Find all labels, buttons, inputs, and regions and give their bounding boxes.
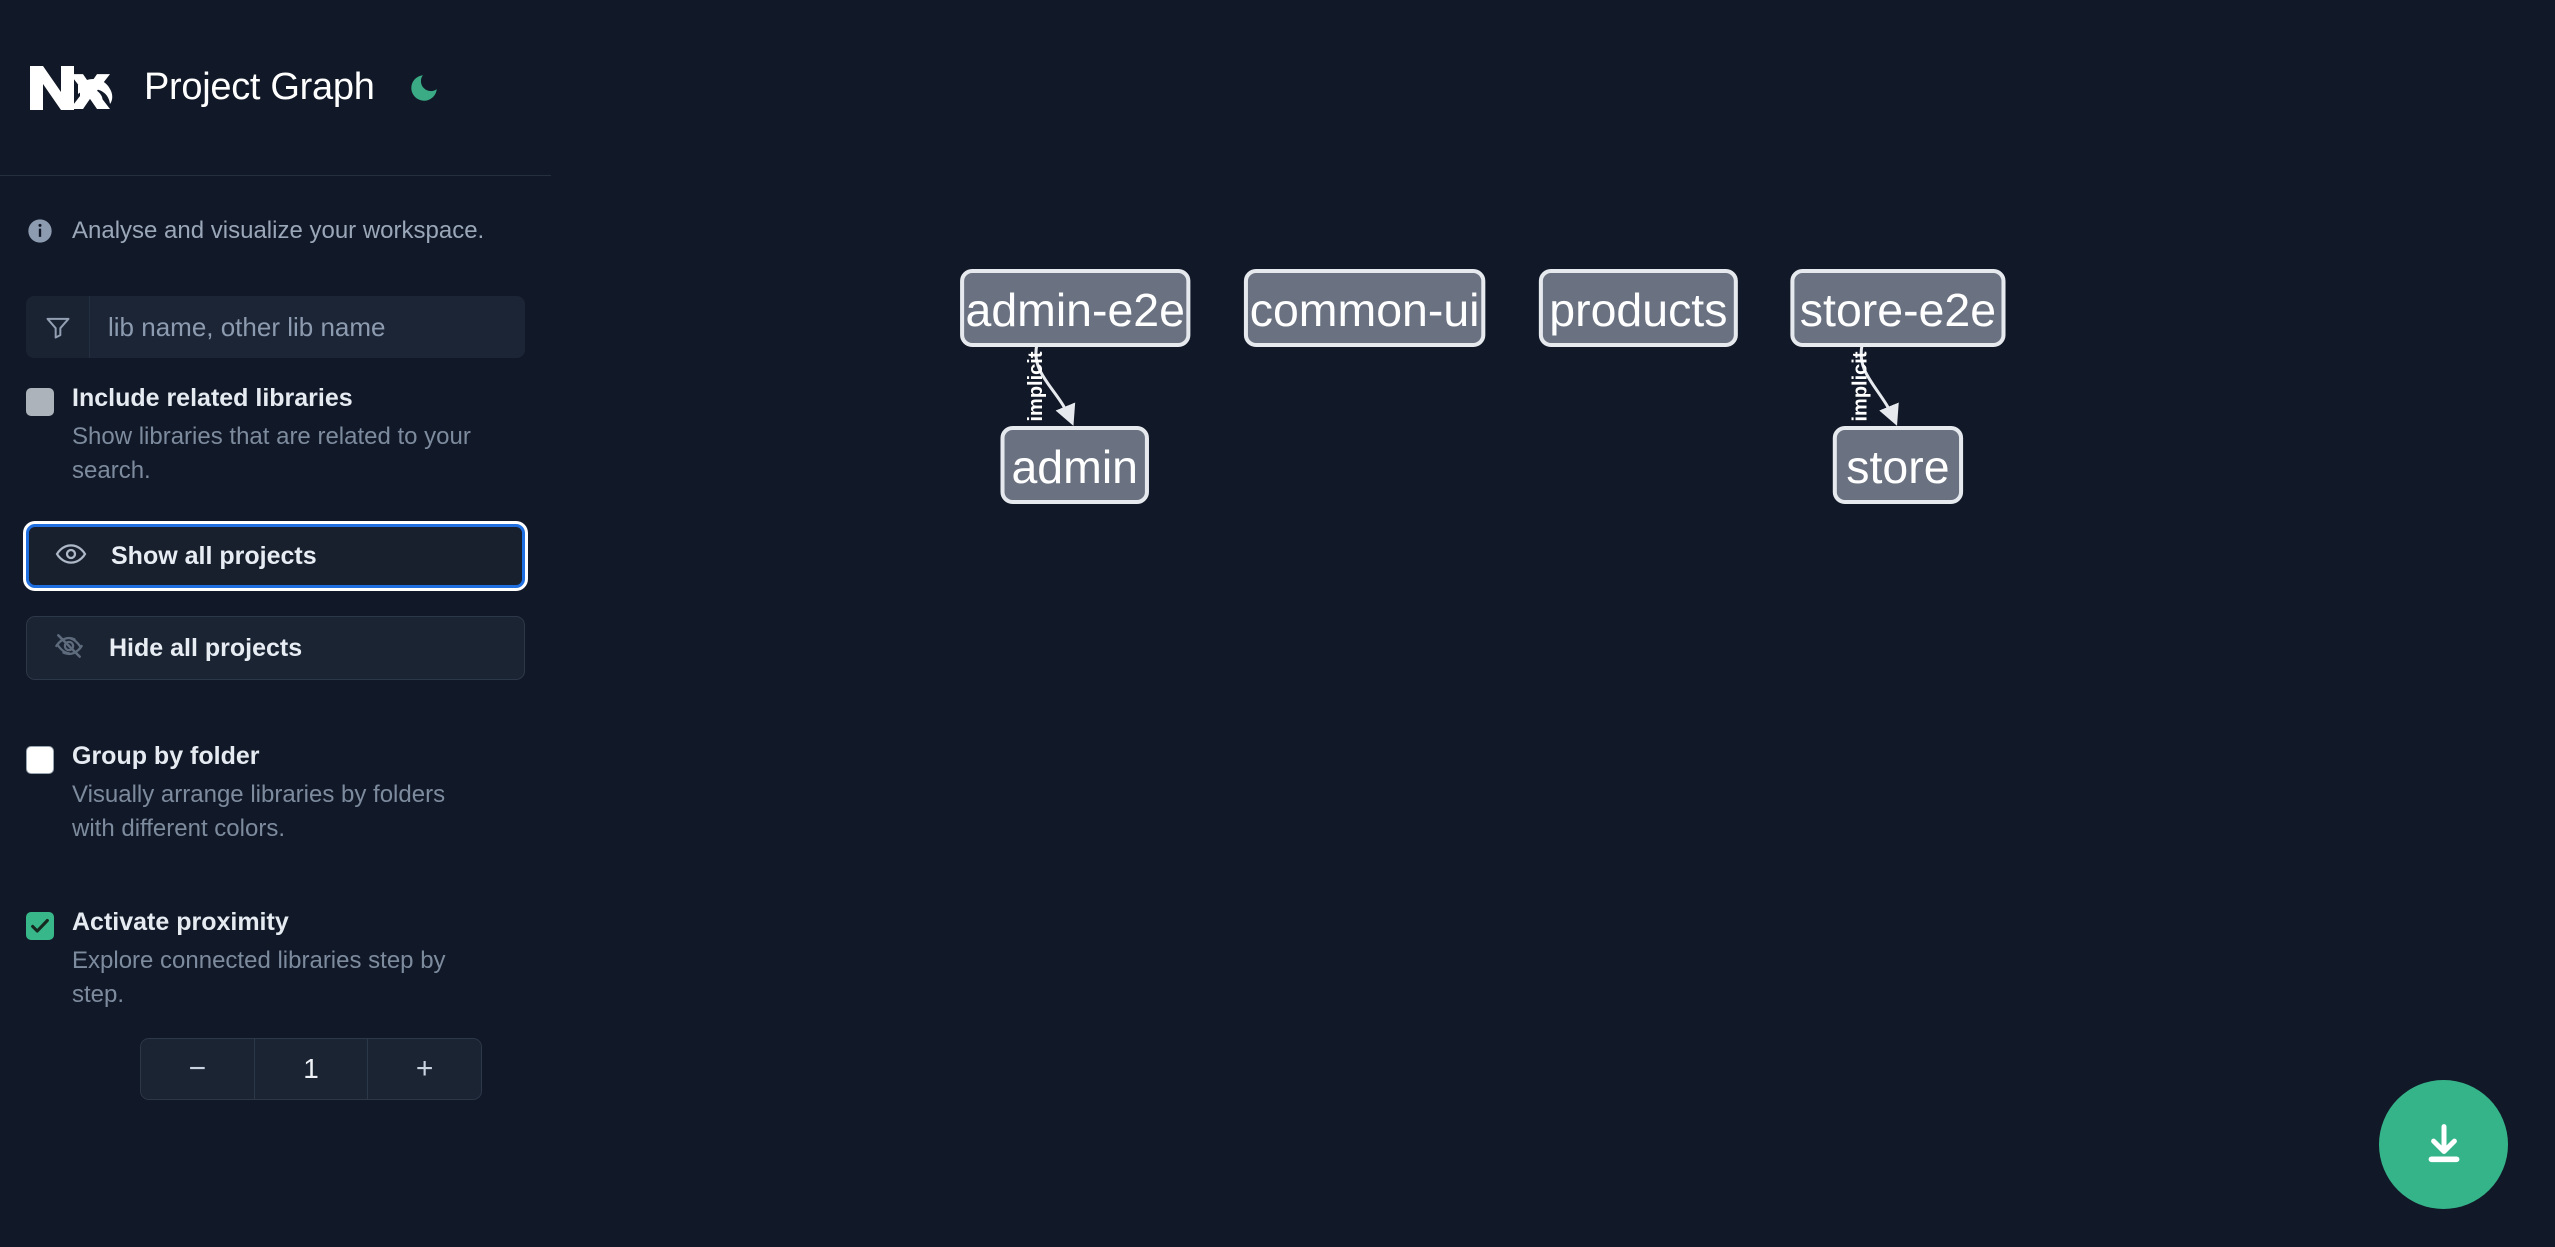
graph-node-products[interactable]: products <box>1538 269 1738 347</box>
option-activate-proximity[interactable]: Activate proximity Explore connected lib… <box>0 882 551 1012</box>
graph-node-label: store-e2e <box>1800 284 1996 336</box>
eye-off-icon <box>53 630 85 667</box>
moon-icon[interactable] <box>403 67 445 109</box>
graph-edge <box>1034 344 1076 426</box>
graph-node-admin-e2e[interactable]: admin-e2e <box>960 269 1191 347</box>
option-description: Show libraries that are related to your … <box>72 423 471 485</box>
filter-row <box>26 296 525 358</box>
graph-canvas[interactable]: implicit implicit admin-e2e common-ui produ… <box>551 0 2555 1247</box>
hide-all-projects-label: Hide all projects <box>109 633 303 662</box>
checkbox-include-related-libraries[interactable] <box>26 388 54 416</box>
graph-edges: implicit implicit <box>1025 344 1899 426</box>
search-input[interactable] <box>90 296 525 358</box>
graph-node-common-ui[interactable]: common-ui <box>1243 269 1486 347</box>
option-description: Visually arrange libraries by folders wi… <box>72 781 446 843</box>
download-icon <box>2428 1123 2459 1162</box>
proximity-decrement-button[interactable]: − <box>141 1039 254 1100</box>
proximity-stepper: − 1 + <box>140 1038 482 1101</box>
sidebar: Project Graph Analyse and visualize yo <box>0 0 551 1247</box>
show-all-projects-label: Show all projects <box>111 541 317 570</box>
info-icon <box>26 217 54 245</box>
graph-node-label: products <box>1549 284 1727 336</box>
option-label: Activate proximity <box>72 908 289 937</box>
option-group-by-folder[interactable]: Group by folder Visually arrange librari… <box>0 716 551 846</box>
checkbox-group-by-folder[interactable] <box>26 746 54 775</box>
page-title: Project Graph <box>144 66 375 108</box>
graph-node-box <box>1538 269 1738 347</box>
workspace-blurb: Analyse and visualize your workspace. <box>0 176 551 286</box>
graph-node-box <box>1000 426 1149 504</box>
graph-edge-label: implicit <box>1025 351 1047 421</box>
blurb-text: Analyse and visualize your workspace. <box>72 217 485 244</box>
graph-node-box <box>1832 426 1964 504</box>
graph-node-box <box>960 269 1191 347</box>
download-graph-button[interactable] <box>2379 1080 2508 1209</box>
graph-node-label: admin-e2e <box>965 284 1184 336</box>
graph-node-admin[interactable]: admin <box>1000 426 1149 504</box>
hide-all-projects-button[interactable]: Hide all projects <box>26 616 525 681</box>
proximity-value: 1 <box>253 1039 369 1100</box>
proximity-increment-button[interactable]: + <box>368 1039 481 1100</box>
option-description: Explore connected libraries step by step… <box>72 947 446 1009</box>
graph-node-box <box>1243 269 1486 347</box>
nx-logo <box>26 58 114 118</box>
graph-node-label: admin <box>1011 441 1138 493</box>
graph-nodes: admin-e2e common-ui products store-e2e admin… <box>960 269 2006 504</box>
eye-icon <box>55 538 87 575</box>
option-label: Include related libraries <box>72 384 353 412</box>
graph-edge-label: implicit <box>1850 351 1872 421</box>
graph-node-box <box>1790 269 2006 347</box>
graph-node-label: store <box>1846 441 1949 493</box>
funnel-icon <box>26 296 90 358</box>
graph-node-label: common-ui <box>1250 284 1480 336</box>
show-all-projects-button[interactable]: Show all projects <box>26 524 525 589</box>
option-include-related-libraries[interactable]: Include related libraries Show libraries… <box>0 358 551 488</box>
option-label: Group by folder <box>72 742 260 771</box>
project-graph-svg: implicit implicit admin-e2e common-ui produ… <box>960 269 2006 504</box>
graph-node-store[interactable]: store <box>1832 426 1964 504</box>
sidebar-header: Project Graph <box>0 0 551 176</box>
checkbox-activate-proximity[interactable] <box>26 912 54 941</box>
graph-edge <box>1859 344 1899 426</box>
graph-node-store-e2e[interactable]: store-e2e <box>1790 269 2006 347</box>
